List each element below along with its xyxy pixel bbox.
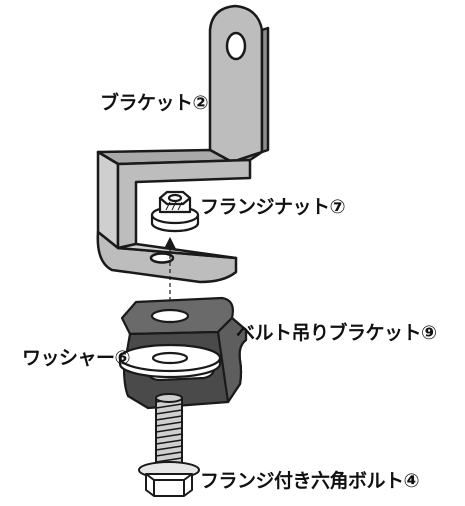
label-washer: ワッシャー⑥ xyxy=(22,347,131,369)
label-belt-hanger-bracket: ベルト吊りブラケット⑨ xyxy=(236,322,437,344)
flange-nut-icon xyxy=(150,190,200,233)
label-flange-bolt: フランジ付き六角ボルト④ xyxy=(200,470,420,492)
z-bracket-icon xyxy=(96,4,270,284)
label-flange-nut: フランジナット⑦ xyxy=(200,196,346,218)
label-bracket: ブラケット② xyxy=(100,92,209,114)
washer-icon xyxy=(118,343,222,379)
flange-bolt-icon xyxy=(138,393,200,497)
